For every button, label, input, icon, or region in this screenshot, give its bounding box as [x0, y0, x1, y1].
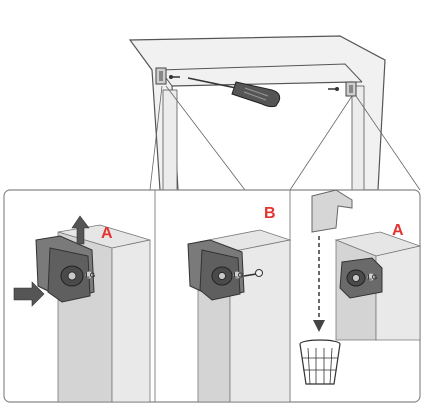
door-clip-icon: LG: [339, 257, 383, 299]
door-clip-icon: [345, 81, 357, 97]
screw-icon: [243, 269, 263, 277]
callout-line: [289, 95, 353, 191]
right-arrow-icon: [13, 281, 45, 307]
brand-mark: LG: [368, 275, 378, 282]
panel-1: LG A: [13, 215, 151, 403]
door-frame-overview: [128, 35, 421, 191]
callout-line: [165, 85, 246, 191]
brand-mark: LG: [86, 273, 96, 280]
door-left-rail: [162, 89, 178, 191]
door-clip-icon: LG: [187, 239, 245, 301]
door-clip-icon: LG: [35, 235, 96, 303]
up-arrow-icon: [71, 215, 90, 245]
door-clip-icon: [311, 189, 353, 233]
panel-3: LG A: [299, 189, 422, 385]
panel-3-label: A: [392, 222, 404, 239]
down-dashed-arrow-icon: [313, 236, 325, 332]
door-right-rail: [351, 85, 365, 191]
screw-icon: [328, 87, 339, 91]
callout-line: [355, 95, 421, 191]
screw-icon: [169, 75, 180, 79]
panel-2-label: B: [264, 205, 276, 222]
callout-line: [149, 85, 163, 191]
trash-bin-icon: [299, 339, 341, 385]
panel-1-label: A: [101, 225, 113, 242]
panel-2: LG B: [187, 205, 292, 403]
screwdriver-icon: [187, 77, 281, 108]
door-frame-inner-edge: [159, 63, 363, 83]
door-clip-icon: [155, 67, 167, 85]
brand-mark: LG: [234, 273, 244, 280]
